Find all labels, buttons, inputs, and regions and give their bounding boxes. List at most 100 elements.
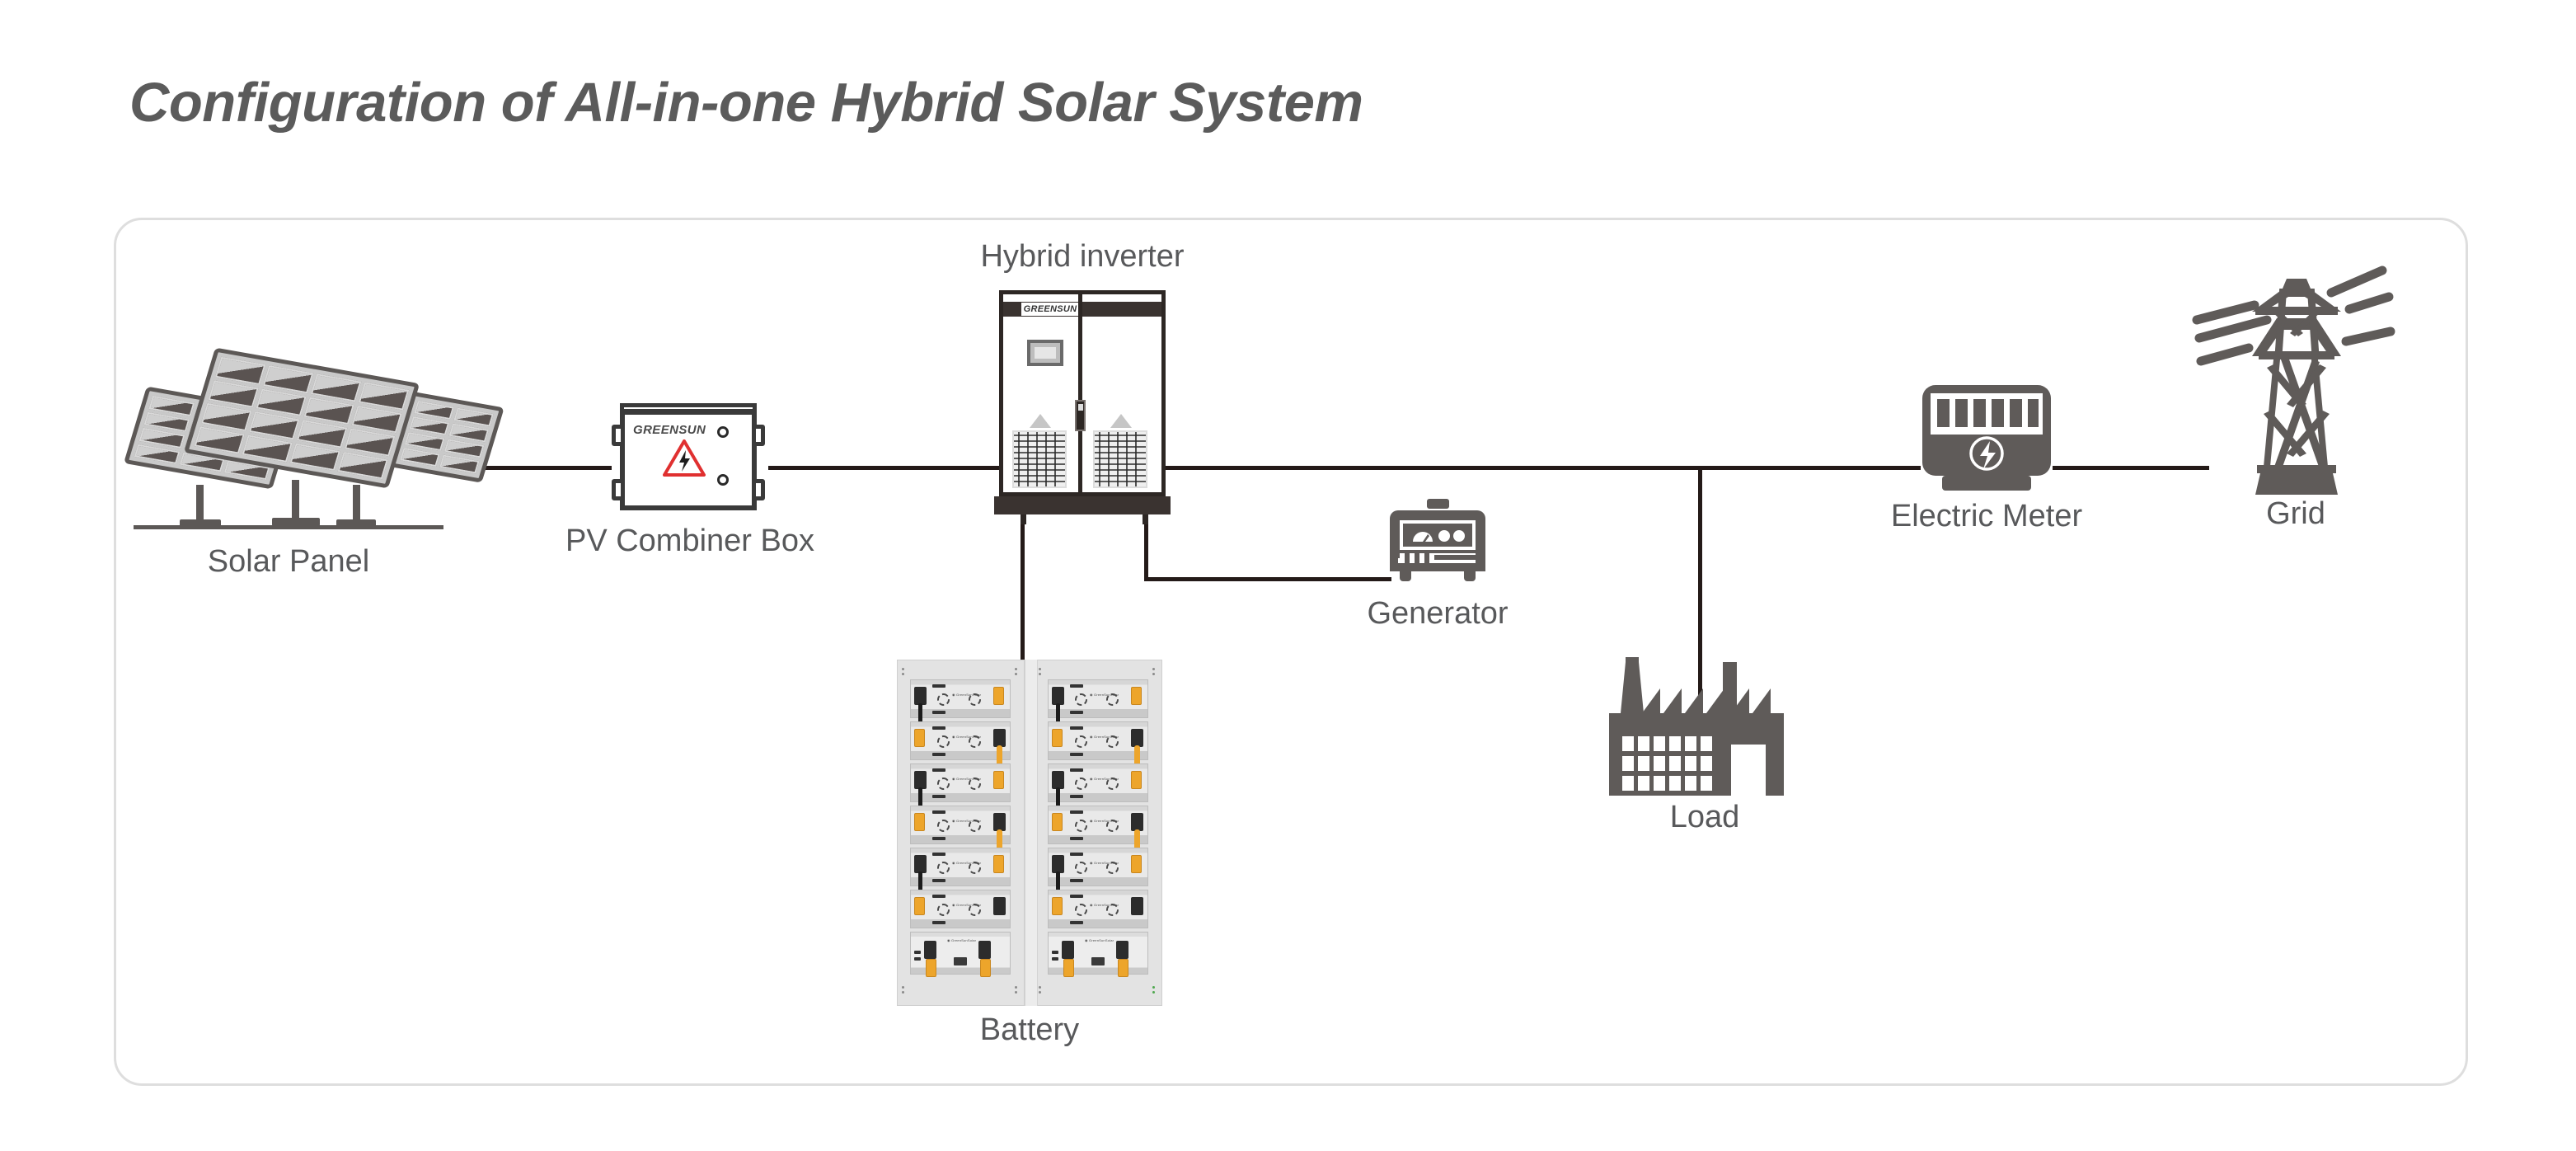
battery-rack-screws <box>1039 668 1042 678</box>
battery-vent-slot <box>932 768 945 772</box>
battery-rack-screws <box>902 668 905 678</box>
hybrid-inverter-brand: GREENSUN <box>1021 303 1079 316</box>
generator-node[interactable]: Generator <box>1367 499 1509 631</box>
battery-rack-screws <box>1039 986 1042 996</box>
battery-connector-orange <box>1052 813 1063 831</box>
battery-connector-orange <box>1131 687 1142 705</box>
battery-vent-slot <box>932 895 945 898</box>
battery-module: ◉ GreenSunSolar <box>910 848 1011 893</box>
battery-rack-status-leds <box>1152 986 1156 996</box>
battery-vent-slot <box>932 711 945 714</box>
load-node[interactable]: Load <box>1607 655 1805 834</box>
load-label: Load <box>1669 800 1740 834</box>
battery-rack-rail <box>1025 660 1038 1006</box>
battery-brand-mark: ◉ GreenSunSolar <box>952 777 982 781</box>
solar-cell <box>208 379 259 408</box>
battery-connector-black <box>1116 941 1128 959</box>
battery-connector-black <box>1131 813 1143 831</box>
battery-fan-ring <box>1075 778 1087 790</box>
battery-cable <box>1134 745 1140 767</box>
battery-brand-mark: ◉ GreenSunSolar <box>1090 735 1119 739</box>
combiner-box-mount-tab <box>752 425 765 446</box>
battery-fan-ring <box>1106 904 1119 916</box>
battery-fan-ring <box>969 778 981 790</box>
battery-rack-screws <box>1015 986 1018 996</box>
hybrid-inverter-display[interactable] <box>1027 340 1063 366</box>
page-title: Configuration of All-in-one Hybrid Solar… <box>129 72 1363 134</box>
solar-cell <box>249 411 300 439</box>
battery-module: ◉ GreenSunSolar <box>1048 721 1148 767</box>
grid-node[interactable]: Grid <box>2184 256 2407 531</box>
solar-panel-foot <box>272 518 320 526</box>
battery-connector-orange <box>914 813 925 831</box>
battery-brand-mark: ◉ GreenSunSolar <box>952 735 982 739</box>
hybrid-inverter-door-handle[interactable] <box>1075 400 1086 431</box>
battery-fan-ring <box>937 693 950 706</box>
solar-panel-node[interactable]: Solar Panel <box>123 347 504 579</box>
hybrid-inverter-vent-grille <box>1093 430 1147 488</box>
battery-connector-orange <box>1131 771 1142 789</box>
battery-module: ◉ GreenSunSolar <box>910 721 1011 767</box>
battery-connector-orange <box>993 771 1004 789</box>
battery-brand-mark: ◉ GreenSunSolar <box>952 903 982 907</box>
battery-fan-ring <box>969 820 981 832</box>
high-voltage-warning-icon <box>663 438 706 477</box>
battery-module-stack: ◉ GreenSunSolar ◉ GreenSunSolar <box>910 679 1011 986</box>
battery-brand-mark: ◉ GreenSunSolar <box>1090 777 1119 781</box>
electric-meter-node[interactable]: Electric Meter <box>1891 383 2082 533</box>
battery-brand-mark: ◉ GreenSunSolar <box>952 693 982 697</box>
factory-icon <box>1607 655 1805 812</box>
combiner-box-indicator <box>717 474 729 486</box>
battery-fan-ring <box>1075 693 1087 706</box>
combiner-box-label: PV Combiner Box <box>565 524 814 558</box>
battery-vent-slot <box>1070 921 1083 924</box>
battery-connector-black <box>993 813 1006 831</box>
battery-cable <box>918 703 922 725</box>
diagram-panel <box>114 218 2468 1086</box>
battery-module: ◉ GreenSunSolar <box>910 763 1011 809</box>
battery-vent-slot <box>1070 711 1083 714</box>
battery-connector-black <box>1062 941 1074 959</box>
battery-fan-ring <box>937 735 950 748</box>
solar-cell <box>263 365 314 393</box>
battery-connector-black <box>1052 687 1064 705</box>
battery-connector-black <box>993 729 1006 747</box>
battery-vent-slot <box>932 810 945 814</box>
battery-brand-mark: ◉ GreenSunSolar <box>952 819 982 823</box>
wire-bus-to-load <box>1698 466 1702 698</box>
battery-rack-screws <box>1152 668 1156 678</box>
solar-cell <box>337 451 388 480</box>
solar-panel-label: Solar Panel <box>207 544 370 579</box>
battery-cable <box>1134 829 1140 851</box>
battery-fan-ring <box>1106 862 1119 874</box>
battery-brand-mark: ◉ GreenSunSolar <box>1090 903 1119 907</box>
battery-node[interactable]: ◉ GreenSunSolar ◉ GreenSunSolar <box>897 660 1162 1047</box>
battery-cable <box>997 829 1002 851</box>
hybrid-inverter-node[interactable]: Hybrid inverter GREENSUN <box>980 239 1185 524</box>
battery-fan-ring <box>937 862 950 874</box>
battery-bms-unit: ◉ GreenSunSolar <box>1048 932 1148 977</box>
solar-cell <box>345 428 396 457</box>
battery-vent-slot <box>1070 753 1083 756</box>
battery-module: ◉ GreenSunSolar <box>1048 763 1148 809</box>
combiner-box-indicator <box>717 426 729 438</box>
battery-connector-black <box>978 941 991 959</box>
electric-meter-icon <box>1921 383 2053 491</box>
hybrid-inverter-door-divider <box>1078 290 1082 496</box>
battery-connector-black <box>1052 855 1064 873</box>
battery-connector-orange <box>1052 897 1063 915</box>
solar-panel-foot <box>180 519 221 528</box>
battery-vent-slot <box>932 837 945 840</box>
battery-cable <box>918 871 922 893</box>
battery-connector-orange <box>1131 855 1142 873</box>
battery-module: ◉ GreenSunSolar <box>1048 848 1148 893</box>
battery-cable <box>1056 871 1060 893</box>
battery-vent-slot <box>1070 853 1083 856</box>
battery-vent-slot <box>1070 879 1083 882</box>
combiner-box-node[interactable]: GREENSUN PV Combiner Box <box>565 398 814 558</box>
battery-connector-orange <box>1063 959 1074 977</box>
solar-cell <box>439 454 480 474</box>
battery-module-stack: ◉ GreenSunSolar ◉ GreenSunSolar <box>1048 679 1148 986</box>
hybrid-inverter-base <box>994 496 1171 514</box>
battery-vent-slot <box>1070 768 1083 772</box>
